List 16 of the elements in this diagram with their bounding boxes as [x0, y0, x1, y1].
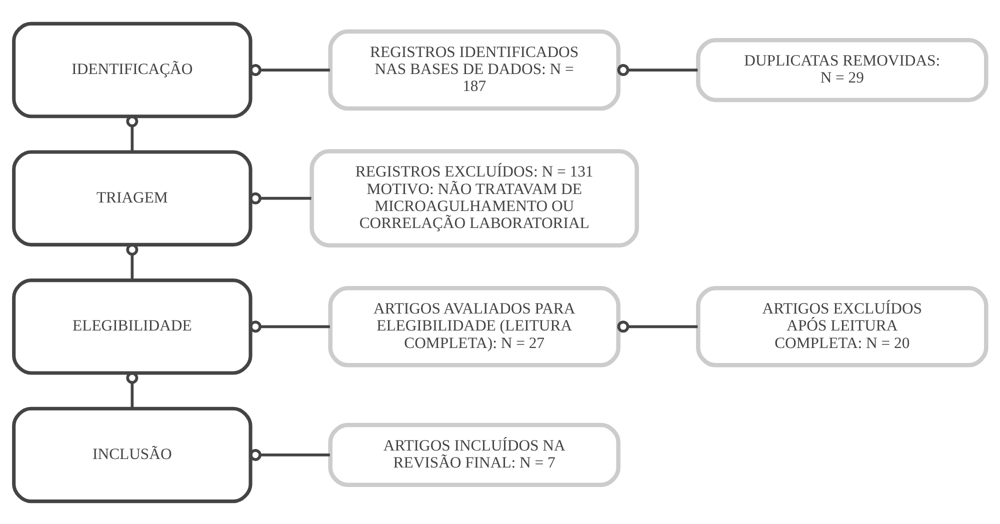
node-box: TRIAGEM: [12, 150, 252, 246]
connector: [617, 320, 698, 332]
node-box: ARTIGOS INCLUÍDOS NA REVISÃO FINAL: N = 7: [328, 422, 620, 487]
node-box: INCLUSÃO: [12, 406, 252, 503]
node-box: DUPLICATAS REMOVIDAS: N = 29: [696, 37, 988, 102]
connector: [249, 192, 312, 204]
connector: [249, 320, 330, 332]
node-box: ARTIGOS AVALIADOS PARA ELEGIBILIDADE (LEITURA COMPLETA): N = 27: [328, 286, 620, 367]
connector: [617, 64, 698, 76]
node-box: ELEGIBILIDADE: [12, 278, 252, 374]
node-box: IDENTIFICAÇÃO: [12, 21, 252, 118]
connector: [249, 448, 330, 460]
node-box: ARTIGOS EXCLUÍDOS APÓS LEITURA COMPLETA: N = 20: [696, 286, 988, 367]
node-box: REGISTROS EXCLUÍDOS: N = 131 MOTIVO: NÃO TRATAVAM DE MICROAGULHAMENTO OU CORRELAÇÃO LABORATORIAL: [310, 148, 639, 248]
node-box: REGISTROS IDENTIFICADOS NAS BASES DE DADOS: N = 187: [328, 28, 620, 110]
connector: [249, 64, 330, 76]
